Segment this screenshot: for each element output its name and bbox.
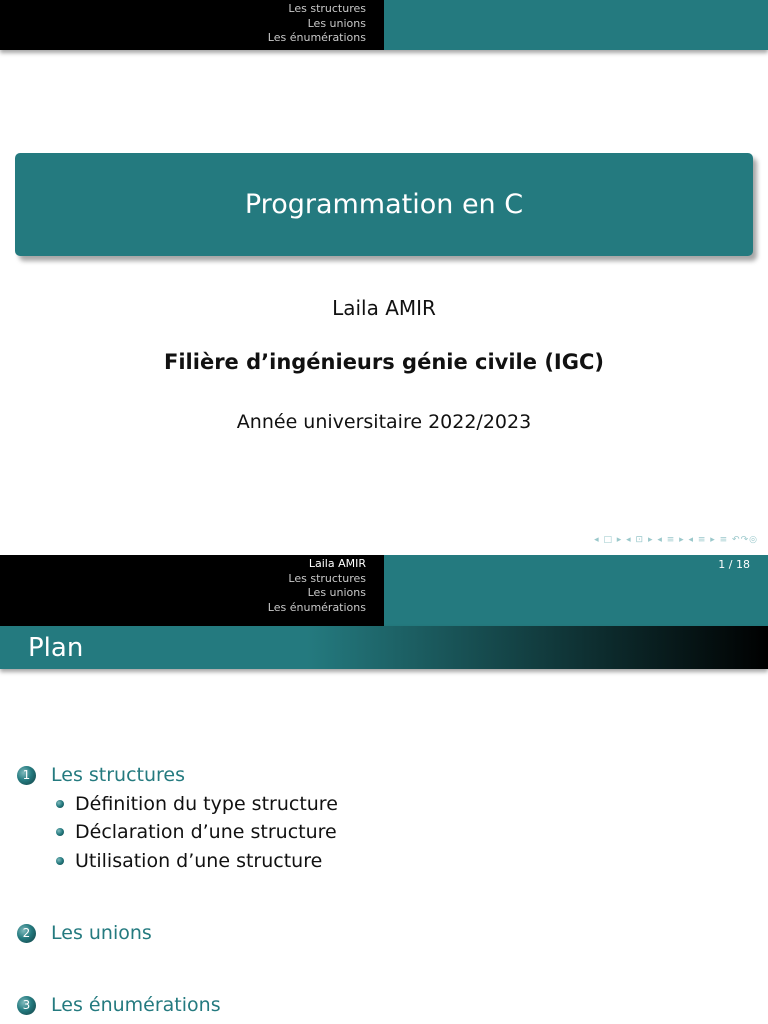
frame-title: Plan xyxy=(28,632,84,663)
headline-bar: Les structures Les unions Les énumératio… xyxy=(0,0,768,50)
toc-section-title[interactable]: Les énumérations xyxy=(51,994,221,1016)
headline-section-enumerations[interactable]: Les énumérations xyxy=(267,31,366,45)
toc-section-title[interactable]: Les unions xyxy=(51,922,152,944)
toc-subsection-title[interactable]: Définition du type structure xyxy=(75,793,338,815)
headline-section-enumerations[interactable]: Les énumérations xyxy=(267,601,366,615)
headline-sections: Laila AMIR Les structures Les unions Les… xyxy=(0,555,384,626)
headline-sections: Les structures Les unions Les énumératio… xyxy=(0,0,384,50)
date: Année universitaire 2022/2023 xyxy=(236,411,532,433)
headline-right-panel xyxy=(384,0,768,50)
section-number-ball: 1 xyxy=(17,765,36,785)
frame-title-bar: Plan xyxy=(0,626,768,669)
headline-section-unions[interactable]: Les unions xyxy=(307,16,366,30)
plan-slide: Laila AMIR Les structures Les unions Les… xyxy=(0,555,768,1024)
headline-section-structures[interactable]: Les structures xyxy=(288,2,366,15)
headline-author: Laila AMIR xyxy=(308,557,366,570)
toc-subsection-declaration[interactable]: Déclaration d’une structure xyxy=(56,821,337,843)
headline-section-structures[interactable]: Les structures xyxy=(288,571,366,585)
toc-section-structures[interactable]: 1 Les structures xyxy=(17,764,185,786)
navigation-symbols[interactable]: ◂ □ ▸ ◂ ⊡ ▸ ◂ ≡ ▸ ◂ ≡ ▸ ≡ ↶↷◎ xyxy=(594,535,758,545)
toc-subsection-utilisation[interactable]: Utilisation d’une structure xyxy=(56,850,322,872)
headline-bar: Laila AMIR Les structures Les unions Les… xyxy=(0,555,768,626)
title-box: Programmation en C xyxy=(15,153,753,256)
section-number-ball: 3 xyxy=(17,995,36,1015)
toc-subsection-definition[interactable]: Définition du type structure xyxy=(56,793,338,815)
toc-subsection-title[interactable]: Déclaration d’une structure xyxy=(75,821,337,843)
section-number-ball: 2 xyxy=(17,923,36,943)
headline-section-unions[interactable]: Les unions xyxy=(307,586,366,600)
title-slide: Les structures Les unions Les énumératio… xyxy=(0,0,768,545)
bullet-icon xyxy=(56,800,64,808)
bullet-icon xyxy=(56,857,64,865)
presentation-title: Programmation en C xyxy=(244,189,524,220)
headline-right-panel: 1 / 18 xyxy=(384,555,768,626)
toc-section-enumerations[interactable]: 3 Les énumérations xyxy=(17,994,221,1016)
toc-subsection-title[interactable]: Utilisation d’une structure xyxy=(75,850,323,872)
institute: Filière d’ingénieurs génie civile (IGC) xyxy=(164,350,604,374)
author: Laila AMIR xyxy=(332,296,436,320)
toc-section-unions[interactable]: 2 Les unions xyxy=(17,922,152,944)
toc-section-title[interactable]: Les structures xyxy=(51,764,186,786)
bullet-icon xyxy=(56,828,64,836)
page-number: 1 / 18 xyxy=(718,558,750,571)
